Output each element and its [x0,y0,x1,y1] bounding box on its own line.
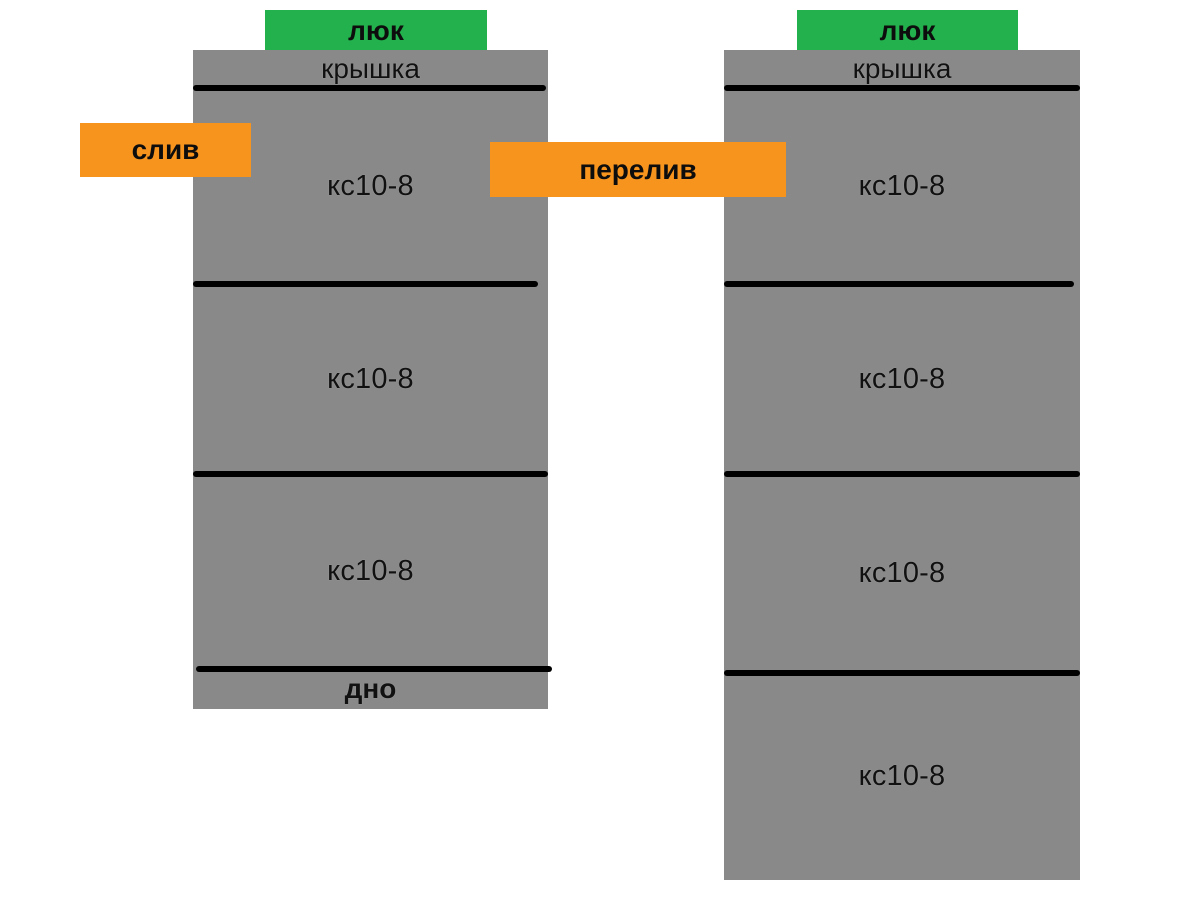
tank-right-ring-3-label: кс10-8 [858,557,946,589]
tank-left-bottom-label: дно [344,673,397,704]
tank-right-ring-1-label: кс10-8 [858,169,946,202]
tank-right-separator-cover [724,85,1080,91]
tank-right-separator-2 [724,471,1080,477]
hatch-right: люк [797,10,1018,51]
tank-right-ring-3: кс10-8 [724,474,1080,673]
tank-left-ring-1-label: кс10-8 [327,169,414,202]
tank-right-ring-1: кс10-8 [724,88,1080,284]
tank-left-ring-2: кс10-8 [193,284,548,474]
pipe-drain-label: слив [131,134,200,165]
tank-left-bottom: дно [193,669,548,709]
tank-right-ring-4-label: кс10-8 [858,760,946,792]
tank-left-cover: крышка [193,50,548,88]
pipe-drain: слив [80,123,251,177]
tank-left-cover-label: крышка [321,53,420,84]
tank-right-ring-2-label: кс10-8 [858,362,946,395]
hatch-left-label: люк [348,14,404,46]
pipe-overflow: перелив [490,142,786,197]
tank-right-cover-label: крышка [852,53,952,84]
tank-left-separator-bottom [196,666,552,672]
tank-right-cover: крышка [724,50,1080,88]
tank-left-separator-2 [193,471,548,477]
tank-right-separator-3 [724,670,1080,676]
tank-right-separator-1 [724,281,1074,287]
tank-left-ring-3-label: кс10-8 [327,555,414,587]
tank-right-ring-2: кс10-8 [724,284,1080,474]
hatch-left: люк [265,10,487,51]
tank-left-separator-cover [193,85,546,91]
pipe-overflow-label: перелив [579,153,697,185]
tank-left: крышка кс10-8 кс10-8 кс10-8 дно [193,50,548,709]
tank-left-separator-1 [193,281,538,287]
tank-left-ring-3: кс10-8 [193,474,548,669]
hatch-right-label: люк [879,14,936,46]
tank-left-ring-1: кс10-8 [193,88,548,284]
tank-left-ring-2-label: кс10-8 [327,362,414,395]
tank-right-ring-4: кс10-8 [724,673,1080,880]
